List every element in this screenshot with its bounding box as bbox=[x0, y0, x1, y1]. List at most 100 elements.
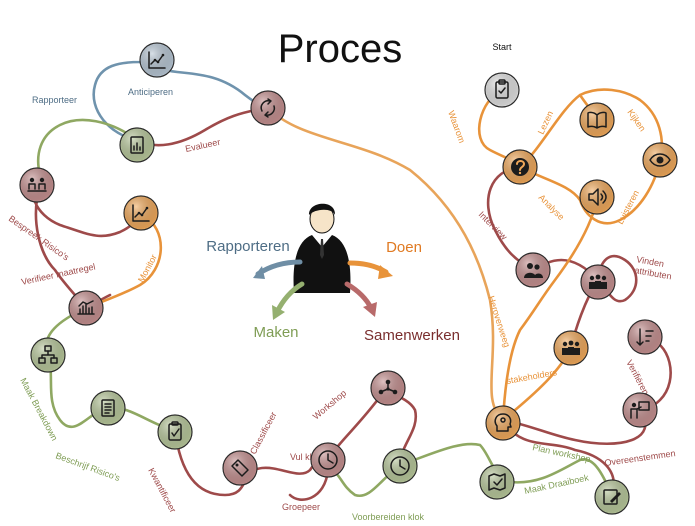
path-rapporteer bbox=[36, 118, 139, 177]
mode-samenwerken: Samenwerken bbox=[364, 327, 460, 344]
node-workshop bbox=[370, 370, 406, 406]
label-evalueer: Evalueer bbox=[184, 137, 221, 154]
group-icon bbox=[589, 274, 607, 289]
node-rapporteer bbox=[119, 127, 155, 163]
node-shade bbox=[141, 44, 173, 76]
node-vulklok bbox=[310, 442, 346, 478]
node-shade bbox=[21, 169, 53, 201]
node-shade bbox=[487, 407, 519, 439]
checklist-icon bbox=[168, 421, 182, 441]
node-bespreek bbox=[19, 167, 55, 203]
people-icon bbox=[524, 263, 543, 278]
label-anticiperen: Anticiperen bbox=[128, 87, 173, 97]
node-monitor bbox=[123, 195, 159, 231]
path-plan bbox=[501, 418, 615, 497]
node-vinden bbox=[580, 264, 616, 300]
meeting-icon bbox=[27, 177, 47, 192]
node-stakeholders bbox=[553, 330, 589, 366]
label-bespreek-risicos: Bespreek Risico's bbox=[7, 213, 72, 262]
node-classificeer bbox=[222, 450, 258, 486]
path-interview bbox=[486, 165, 672, 446]
mode-maken: Maken bbox=[253, 324, 298, 341]
label-vinden-line1: Vinden bbox=[636, 254, 665, 269]
label-verifieren: Verifiëren bbox=[624, 358, 651, 396]
label-beschrijf-risicos: Beschrijf Risico's bbox=[54, 450, 122, 483]
eye-icon bbox=[649, 153, 671, 167]
path-heroverweeg bbox=[266, 106, 505, 422]
label-kwantificeer: Kwantificeer bbox=[146, 466, 178, 514]
clock-icon bbox=[318, 450, 338, 470]
label-classificeer: Classificeer bbox=[248, 410, 279, 456]
node-interview bbox=[515, 252, 551, 288]
label-rapporteer: Rapporteer bbox=[32, 95, 77, 105]
node-verifieer bbox=[68, 290, 104, 326]
node-shade bbox=[517, 254, 549, 286]
head-icon bbox=[494, 413, 512, 432]
label-voorbereiden-klok: Voorbereiden klok bbox=[352, 512, 425, 522]
path-evalueer bbox=[135, 106, 270, 147]
node-lezen bbox=[579, 102, 615, 138]
node-shade bbox=[224, 452, 256, 484]
node-voorbereiden bbox=[382, 448, 418, 484]
label-vinden-line2: attributen bbox=[634, 265, 673, 281]
node-shade bbox=[481, 466, 513, 498]
label-stakeholders: stakeholders bbox=[506, 367, 558, 386]
question-icon bbox=[511, 158, 529, 176]
label-kijken: Kijken bbox=[625, 107, 647, 133]
arrowhead-samenwerken bbox=[363, 302, 377, 317]
label-maak-draaiboek: Maak Draaiboek bbox=[523, 472, 590, 496]
node-draaiboek bbox=[479, 464, 515, 500]
label-start: Start bbox=[492, 42, 512, 52]
node-shade bbox=[252, 92, 284, 124]
node-shade bbox=[92, 392, 124, 424]
label-groepeer: Groepeer bbox=[282, 502, 320, 512]
write-icon bbox=[603, 489, 621, 505]
document-icon bbox=[101, 399, 115, 417]
node-verifieren bbox=[627, 319, 663, 355]
businessman-icon bbox=[293, 203, 351, 293]
label-analyse: Analyse bbox=[537, 192, 567, 222]
arrowhead-rapporteren bbox=[253, 266, 265, 279]
node-overeenstemmen bbox=[622, 392, 658, 428]
node-shade bbox=[125, 197, 157, 229]
node-anticiperen bbox=[139, 42, 175, 78]
arrow-maken bbox=[274, 281, 305, 315]
label-heroverweeg: Heroverweeg bbox=[486, 295, 512, 349]
arrowhead-doen bbox=[378, 265, 393, 279]
chart-icon bbox=[148, 51, 166, 69]
node-kijken bbox=[642, 142, 678, 178]
node-shade bbox=[159, 416, 191, 448]
label-overeenstemmen: Overeenstemmen bbox=[604, 448, 676, 468]
book-icon bbox=[587, 111, 607, 129]
recycle-icon bbox=[260, 98, 276, 118]
label-workshop: Workshop bbox=[311, 388, 348, 422]
label-vul-klok: Vul klok bbox=[290, 452, 322, 462]
node-kwantificeer bbox=[157, 414, 193, 450]
page-title: Proces bbox=[278, 27, 403, 71]
speaker-icon bbox=[588, 188, 607, 206]
mode-rapporteren: Rapporteren bbox=[206, 238, 289, 255]
node-layer bbox=[19, 42, 678, 515]
node-beschrijf bbox=[90, 390, 126, 426]
label-interview: Interview bbox=[477, 209, 510, 242]
label-verifieer-maatregel: Verifieer maatregel bbox=[20, 261, 96, 286]
arrow-rapporteren bbox=[255, 259, 303, 277]
sort-icon bbox=[636, 328, 654, 346]
tag-icon bbox=[231, 459, 249, 477]
node-shade bbox=[486, 74, 518, 106]
node-waarom bbox=[502, 149, 538, 185]
chart-icon bbox=[132, 204, 150, 222]
node-start bbox=[484, 72, 520, 108]
label-waarom: Waarom bbox=[446, 109, 467, 144]
node-plan bbox=[594, 479, 630, 515]
node-shade bbox=[596, 481, 628, 513]
node-recycle bbox=[250, 90, 286, 126]
node-shade bbox=[581, 181, 613, 213]
node-shade bbox=[629, 321, 661, 353]
arrowhead-maken bbox=[272, 305, 285, 320]
network-icon bbox=[378, 379, 398, 395]
node-luisteren bbox=[579, 179, 615, 215]
group-icon bbox=[562, 340, 580, 355]
presenter-icon bbox=[630, 401, 650, 419]
